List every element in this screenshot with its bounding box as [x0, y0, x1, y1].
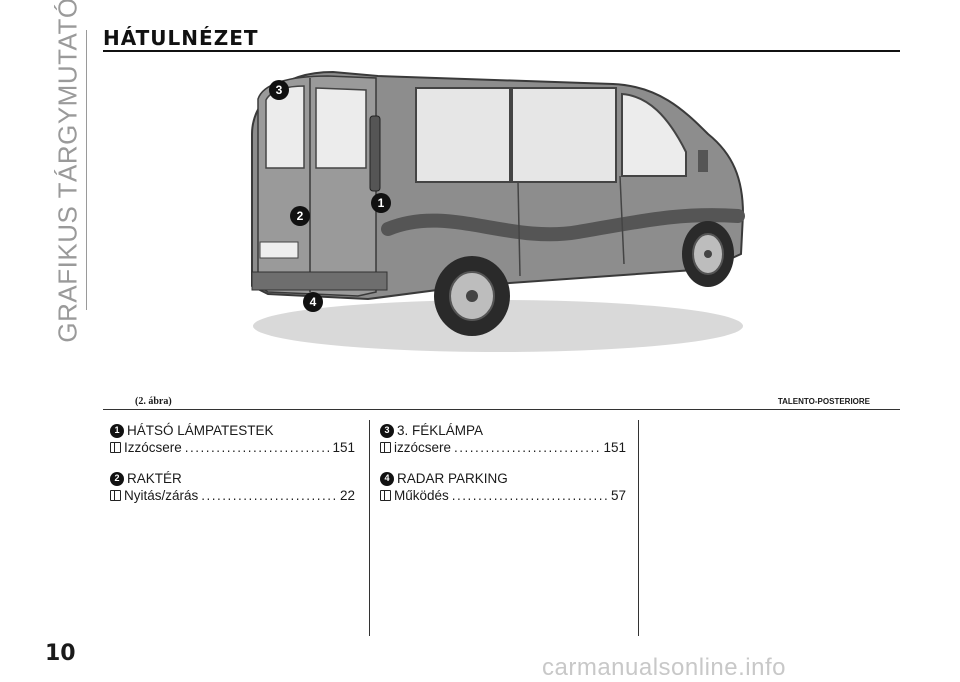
- callout-1-badge: 1: [371, 193, 391, 213]
- entry-number-badge: 3: [380, 423, 394, 438]
- column-divider-1: [369, 420, 370, 636]
- entry-subtitle: Működés: [394, 488, 449, 503]
- page-number: 10: [45, 641, 76, 666]
- figure-code: TALENTO-POSTERIORE: [777, 397, 870, 406]
- entry-subtitle: izzócsere: [394, 440, 452, 455]
- section-title: HÁTULNÉZET: [103, 26, 259, 50]
- book-icon: [380, 442, 391, 453]
- entry-page[interactable]: 151: [603, 440, 626, 455]
- callout-4-badge: 4: [303, 292, 323, 312]
- section-rule: [103, 50, 900, 52]
- entry-subtitle: Izzócsere: [124, 440, 182, 455]
- callout-4-label: 4: [310, 295, 317, 309]
- entry-number-badge: 1: [110, 423, 124, 438]
- entry-title: RAKTÉR: [127, 471, 182, 486]
- figure-caption: (2. ábra): [135, 396, 172, 407]
- callout-3-badge: 3: [269, 80, 289, 100]
- leader-dots: [201, 487, 337, 504]
- callout-2-label: 2: [297, 209, 304, 223]
- entry-page[interactable]: 57: [610, 488, 626, 503]
- entry-title: RADAR PARKING: [397, 471, 508, 486]
- caption-rule: [103, 409, 900, 410]
- entry-title: HÁTSÓ LÁMPATESTEK: [127, 423, 274, 438]
- column-divider-2: [638, 420, 639, 636]
- side-divider: [86, 30, 87, 310]
- book-icon: [110, 490, 121, 501]
- book-icon: [110, 442, 121, 453]
- entry-subtitle: Nyitás/zárás: [124, 488, 199, 503]
- callout-3-label: 3: [276, 83, 283, 97]
- leader-dots: [185, 439, 330, 456]
- entry-page[interactable]: 22: [339, 488, 355, 503]
- entry-number-badge: 2: [110, 471, 124, 486]
- watermark: carmanualsonline.info: [542, 654, 786, 681]
- callout-2-badge: 2: [290, 206, 310, 226]
- callout-1-label: 1: [378, 196, 385, 210]
- index-entry: 33. FÉKLÁMPA izzócsere 151: [380, 422, 626, 456]
- entry-title: 3. FÉKLÁMPA: [397, 423, 484, 438]
- leader-dots: [452, 487, 608, 504]
- van-rear-illustration: [251, 70, 745, 352]
- book-icon: [380, 490, 391, 501]
- entry-page[interactable]: 151: [332, 440, 355, 455]
- leader-dots: [454, 439, 600, 456]
- entry-number-badge: 4: [380, 471, 394, 486]
